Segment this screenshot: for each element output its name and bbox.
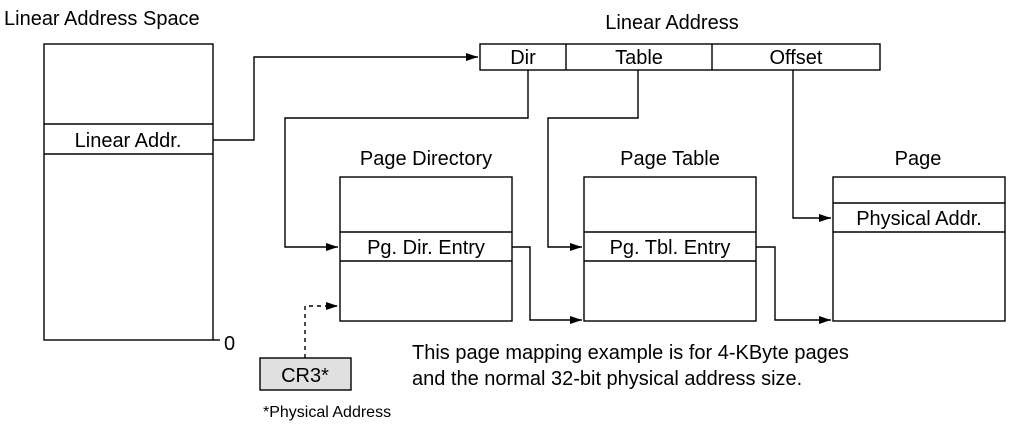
arrow-offset-to-page [792, 70, 831, 222]
arrow-pde-to-page-table [512, 246, 582, 324]
linear-address-space-title: Linear Address Space [4, 8, 200, 30]
linear-addr-entry: Linear Addr. [75, 130, 182, 152]
page-directory-title: Page Directory [360, 148, 492, 170]
page-directory-entry: Pg. Dir. Entry [367, 237, 485, 259]
footnote: *Physical Address [263, 404, 391, 421]
page-box [832, 176, 1006, 322]
page-table-box [583, 176, 757, 322]
field-offset: Offset [770, 47, 823, 69]
linear-address-register [479, 43, 881, 71]
arrow-linear-addr-to-register [213, 53, 478, 141]
arrow-table-to-pte [547, 70, 639, 251]
note-line-1: This page mapping example is for 4-KByte… [412, 342, 849, 364]
note-line-2: and the normal 32-bit physical address s… [412, 368, 802, 390]
cr3-register [259, 357, 352, 391]
cr3-label: CR3* [281, 365, 329, 387]
page-table-title: Page Table [620, 148, 720, 170]
arrow-pte-to-page [756, 246, 831, 324]
page-table-entry: Pg. Tbl. Entry [610, 237, 731, 259]
zero-label: 0 [224, 333, 235, 355]
arrow-dir-to-pde [284, 70, 529, 251]
field-dir: Dir [510, 47, 536, 69]
linear-address-space-box [43, 43, 214, 341]
page-directory-box [339, 176, 513, 322]
page-physical-addr-entry: Physical Addr. [856, 208, 982, 230]
page-title: Page [895, 148, 942, 170]
field-table: Table [615, 47, 663, 69]
linear-address-title: Linear Address [605, 12, 738, 34]
arrow-cr3-to-page-directory [304, 302, 338, 358]
